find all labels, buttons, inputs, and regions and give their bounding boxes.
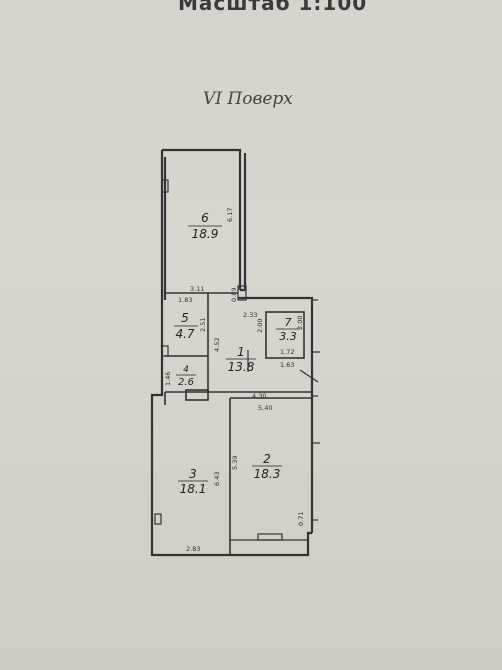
room-1: 1 13.8 <box>226 345 256 374</box>
room-number: 3 <box>189 467 197 481</box>
dimension-label: 4.52 <box>213 338 221 352</box>
room-area: 3.3 <box>279 330 297 343</box>
room-area: 13.8 <box>228 360 255 374</box>
room-area: 18.1 <box>180 482 207 496</box>
dimension-label: 6.17 <box>226 208 234 222</box>
room-6: 6 18.9 <box>188 211 222 241</box>
room-area: 18.3 <box>254 467 281 481</box>
dimension-label: 4.30 <box>252 392 266 400</box>
room-area: 4.7 <box>175 327 194 341</box>
dimension-label: 0.89 <box>230 288 238 302</box>
room-number: 4 <box>183 365 189 375</box>
room-4: 4 2.6 <box>176 365 196 388</box>
dimension-label: 1.46 <box>164 372 172 386</box>
dimension-label: 5.39 <box>231 456 239 470</box>
scale-header: Масштаб 1:100 <box>178 0 368 15</box>
room-number: 2 <box>263 452 271 466</box>
floor-title: VI Поверх <box>203 89 293 109</box>
room-area: 2.6 <box>178 377 194 388</box>
dimension-label: 6.43 <box>213 472 221 486</box>
dimension-label: 5.40 <box>258 404 272 412</box>
dimension-label: 1.72 <box>280 348 294 356</box>
room-5: 5 4.7 <box>174 311 198 341</box>
room-number: 1 <box>237 345 245 359</box>
room-number: 5 <box>181 311 189 325</box>
room-area: 18.9 <box>192 227 219 241</box>
dimension-label: 2.83 <box>186 545 200 553</box>
wall-details <box>154 179 320 541</box>
room-number: 7 <box>285 316 292 329</box>
inner-walls <box>164 292 312 555</box>
room-3: 3 18.1 <box>178 467 208 496</box>
dimension-label: 0.71 <box>297 512 305 526</box>
dimension-labels: 6.17 3.11 1.83 2.51 4.52 1.46 0.89 2.33 … <box>164 208 305 553</box>
outer-walls <box>150 148 314 557</box>
dimension-label: 2.33 <box>243 311 257 319</box>
dimension-label: 1.63 <box>280 361 294 369</box>
dimension-label: 2.51 <box>199 318 207 332</box>
dimension-label: 2.00 <box>256 319 264 333</box>
dimension-label: 1.83 <box>178 296 192 304</box>
room-2: 2 18.3 <box>252 452 282 481</box>
dimension-label: 2.00 <box>296 316 304 330</box>
dimension-label: 3.11 <box>190 285 204 293</box>
room-number: 6 <box>201 211 209 225</box>
room-7: 7 3.3 <box>276 316 300 343</box>
